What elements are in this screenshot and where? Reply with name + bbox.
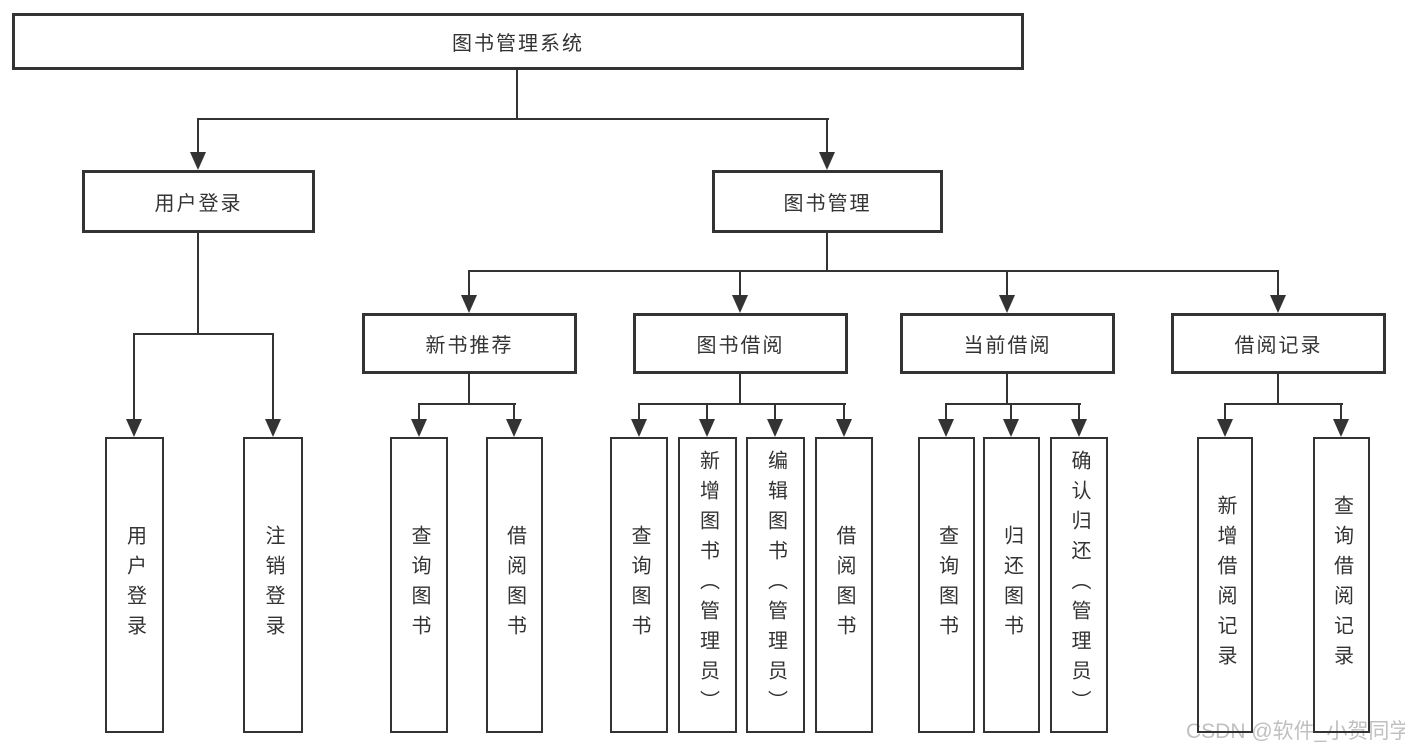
arrow-down-icon (1217, 419, 1233, 437)
node-label: 图书管理系统 (452, 33, 584, 55)
connector-line (1078, 403, 1080, 423)
connector-line (826, 118, 828, 156)
arrow-down-icon (732, 295, 748, 313)
node-label: 借阅图书 (503, 525, 526, 645)
node-label: 查询图书 (408, 525, 430, 645)
arrow-down-icon (190, 152, 206, 170)
node-add-borrow-record: 新增借阅记录 (1197, 437, 1253, 733)
node-return-books: 归还图书 (983, 437, 1040, 733)
node-library-management-system: 图书管理系统 (12, 13, 1024, 70)
connector-line (739, 270, 741, 298)
connector-line (1010, 403, 1012, 423)
connector-line (197, 232, 199, 335)
csdn-watermark: CSDN @软件_小贺同学 (1186, 720, 1405, 743)
node-current-borrowing: 当前借阅 (900, 313, 1115, 374)
connector-line (826, 232, 828, 272)
node-label: 确认归还（管理员） (1068, 450, 1090, 720)
node-query-books-borrowing: 查询图书 (610, 437, 668, 733)
connector-line (513, 403, 515, 423)
node-label: 新增图书（管理员） (696, 450, 719, 720)
node-borrowing-records: 借阅记录 (1171, 313, 1386, 374)
node-query-borrow-record: 查询借阅记录 (1313, 437, 1370, 733)
node-book-management: 图书管理 (712, 170, 943, 233)
connector-line (843, 403, 845, 423)
connector-line (1224, 403, 1343, 405)
connector-line (1006, 372, 1008, 405)
arrow-down-icon (836, 419, 852, 437)
node-label: 查询图书 (628, 525, 650, 645)
connector-line (272, 333, 274, 423)
connector-line (468, 270, 470, 298)
connector-line (1224, 403, 1226, 423)
node-book-borrowing: 图书借阅 (633, 313, 848, 374)
arrow-down-icon (1270, 295, 1286, 313)
node-label: 查询借阅记录 (1330, 495, 1353, 675)
connector-line (706, 403, 708, 423)
connector-line (1340, 403, 1342, 423)
node-label: 图书管理 (783, 193, 872, 215)
arrow-down-icon (461, 295, 477, 313)
connector-line (945, 403, 1081, 405)
connector-line (774, 403, 776, 423)
node-label: 归还图书 (1000, 525, 1023, 645)
node-new-book-recommendation: 新书推荐 (362, 313, 577, 374)
arrow-down-icon (631, 419, 647, 437)
arrow-down-icon (411, 419, 427, 437)
connector-line (516, 68, 518, 120)
connector-line (739, 372, 741, 405)
node-user-login-leaf: 用户登录 (105, 437, 164, 733)
node-label: 当前借阅 (963, 335, 1052, 357)
node-label: 用户登录 (123, 525, 146, 645)
node-label: 注销登录 (262, 525, 284, 645)
node-confirm-return-admin: 确认归还（管理员） (1050, 437, 1108, 733)
arrow-down-icon (126, 419, 142, 437)
node-label: 借阅图书 (833, 525, 855, 645)
connector-line (638, 403, 846, 405)
node-borrow-books-recommend: 借阅图书 (486, 437, 543, 733)
node-label: 查询图书 (935, 525, 958, 645)
node-label: 新增借阅记录 (1214, 495, 1236, 675)
connector-line (418, 403, 516, 405)
node-logout-leaf: 注销登录 (243, 437, 303, 733)
node-edit-books-admin: 编辑图书（管理员） (746, 437, 805, 733)
arrow-down-icon (506, 419, 522, 437)
connector-line (197, 118, 199, 156)
node-user-login: 用户登录 (82, 170, 315, 233)
connector-line (418, 403, 420, 423)
node-label: 图书借阅 (696, 335, 785, 357)
arrow-down-icon (938, 419, 954, 437)
node-label: 新书推荐 (425, 335, 514, 357)
node-label: 借阅记录 (1234, 335, 1323, 357)
connector-line (468, 270, 1279, 272)
node-label: 用户登录 (154, 193, 243, 215)
connector-line (133, 333, 135, 423)
arrow-down-icon (1071, 419, 1087, 437)
arrow-down-icon (265, 419, 281, 437)
node-borrow-books-borrowing: 借阅图书 (815, 437, 873, 733)
arrow-down-icon (819, 152, 835, 170)
connector-line (1277, 270, 1279, 298)
node-query-books-recommend: 查询图书 (390, 437, 448, 733)
node-add-books-admin: 新增图书（管理员） (678, 437, 737, 733)
connector-line (638, 403, 640, 423)
node-query-books-current: 查询图书 (918, 437, 975, 733)
connector-line (197, 118, 829, 120)
connector-line (133, 333, 274, 335)
arrow-down-icon (1003, 419, 1019, 437)
arrow-down-icon (699, 419, 715, 437)
arrow-down-icon (767, 419, 783, 437)
node-label: 编辑图书（管理员） (764, 450, 787, 720)
arrow-down-icon (999, 295, 1015, 313)
connector-line (1006, 270, 1008, 298)
connector-line (945, 403, 947, 423)
connector-line (468, 372, 470, 405)
connector-line (1277, 372, 1279, 405)
arrow-down-icon (1333, 419, 1349, 437)
